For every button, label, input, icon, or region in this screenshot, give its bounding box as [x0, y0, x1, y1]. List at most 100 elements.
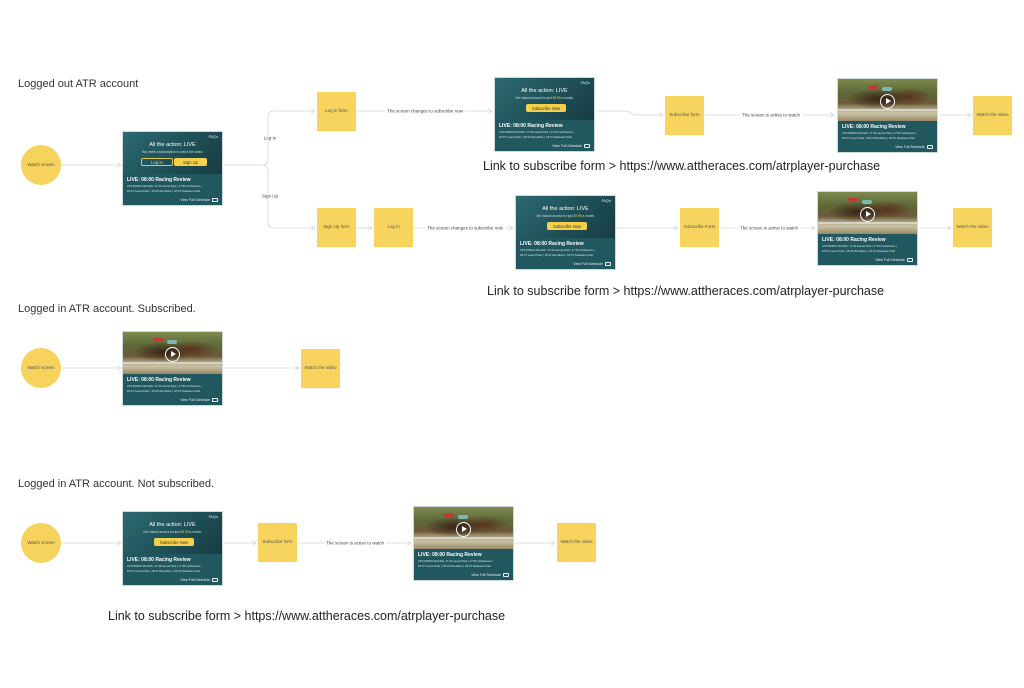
upcoming-races: UPCOMING RACES: 17:40 Laurel Park | 17:5…: [418, 559, 493, 569]
view-schedule-link[interactable]: View Full Schedule: [180, 398, 218, 402]
race-video-thumbnail[interactable]: [414, 507, 513, 551]
races-line: UPCOMING RACES: 17:40 Laurel Park | 17:5…: [520, 248, 595, 252]
races-line: 18:07 Laurel Park | 18:10 Woodbine | 18:…: [127, 188, 201, 193]
tv-icon: [927, 145, 933, 149]
card-info: LIVE: 08:00 Racing Review UPCOMING RACES…: [495, 120, 594, 151]
jockey: [882, 87, 892, 91]
races-line: UPCOMING RACES: 17:40 Laurel Park | 17:5…: [127, 564, 202, 568]
view-schedule-link[interactable]: View Full Schedule: [180, 198, 218, 202]
faq-link[interactable]: FAQ's: [208, 135, 218, 139]
jockey: [444, 513, 454, 517]
subscribe-link-note: Link to subscribe form > https://www.att…: [108, 609, 506, 623]
view-schedule-link[interactable]: View Full Schedule: [552, 144, 590, 148]
card-info: LIVE: 08:00 Racing Review UPCOMING RACES…: [123, 374, 222, 405]
faq-link[interactable]: FAQ's: [580, 81, 590, 85]
subscribe-now-button[interactable]: Subscribe Now: [154, 538, 194, 546]
live-title: LIVE: 08:00 Racing Review: [499, 123, 563, 129]
faq-link[interactable]: FAQ's: [601, 199, 611, 203]
card-promo: FAQ's All the action: LIVE Get instant a…: [123, 512, 222, 556]
races-line: 18:07 Laurel Park | 18:10 Woodbine | 18:…: [822, 248, 896, 253]
card-video-player: LIVE: 08:00 Racing Review UPCOMING RACES…: [837, 78, 938, 153]
faq-link[interactable]: FAQ's: [208, 515, 218, 519]
upcoming-races: UPCOMING RACES: 17:40 Laurel Park | 17:5…: [842, 131, 917, 141]
races-line: 18:07 Laurel Park | 18:10 Woodbine | 18:…: [842, 135, 916, 140]
view-schedule-link[interactable]: View Full Schedule: [180, 578, 218, 582]
view-schedule-link[interactable]: View Full Schedule: [895, 145, 933, 149]
node-watch-screen: Watch screen: [21, 523, 61, 563]
play-icon[interactable]: [880, 93, 895, 109]
card-info: LIVE: 08:00 Racing Review UPCOMING RACES…: [516, 238, 615, 269]
edge-label-active-to-watch: The screen is active to watch: [323, 540, 387, 546]
offer-price: £9.99: [573, 214, 582, 218]
card-info: LIVE: 08:00 Racing Review UPCOMING RACES…: [414, 549, 513, 580]
jockey: [153, 338, 163, 342]
jockey: [862, 200, 872, 204]
play-icon[interactable]: [860, 206, 875, 222]
tv-icon: [212, 198, 218, 202]
offer-suffix: a month.: [189, 530, 202, 534]
races-line: 18:07 Laurel Park | 18:10 Woodbine | 18:…: [127, 388, 201, 393]
upcoming-races: UPCOMING RACES: 17:40 Laurel Park | 17:5…: [499, 130, 574, 140]
upcoming-races: UPCOMING RACES: 17:40 Laurel Park | 17:5…: [127, 384, 202, 394]
node-watch-screen: Watch screen: [21, 348, 61, 388]
card-video-player: LIVE: 08:00 Racing Review UPCOMING RACES…: [122, 331, 223, 406]
live-title: LIVE: 08:00 Racing Review: [842, 124, 906, 130]
jockey: [868, 85, 878, 89]
card-subscribe: FAQ's All the action: LIVE Get instant a…: [515, 195, 616, 270]
tv-icon: [212, 398, 218, 402]
races-line: UPCOMING RACES: 17:40 Laurel Park | 17:5…: [822, 244, 897, 248]
view-schedule-link[interactable]: View Full Schedule: [875, 258, 913, 262]
live-title: LIVE: 08:00 Racing Review: [418, 552, 482, 558]
node-subscribe-form: Subscribe Form: [680, 208, 719, 247]
card-video-player: LIVE: 08:00 Racing Review UPCOMING RACES…: [817, 191, 918, 266]
offer-prefix: Get instant access for just: [143, 530, 180, 534]
schedule-label: View Full Schedule: [573, 262, 603, 266]
offer-price: £9.99: [180, 530, 189, 534]
edge-label-sign-up: Sign Up: [259, 193, 281, 199]
card-offer: Get instant access for just £9.99 a mont…: [495, 96, 594, 100]
card-headline: All the action: LIVE: [149, 142, 196, 148]
races-line: UPCOMING RACES: 17:40 Laurel Park | 17:5…: [499, 130, 574, 134]
jockey: [167, 340, 177, 344]
subscribe-now-button[interactable]: Subscribe Now: [526, 104, 566, 112]
node-login-form: Log in form: [317, 92, 356, 131]
connector: [596, 110, 663, 115]
signup-button[interactable]: Sign Up: [174, 158, 207, 166]
play-icon[interactable]: [456, 521, 471, 537]
races-line: UPCOMING RACES: 17:40 Laurel Park | 17:5…: [418, 559, 493, 563]
card-promo: FAQ's All the action: LIVE Get instant a…: [495, 78, 594, 122]
card-headline: All the action: LIVE: [149, 522, 196, 528]
card-subtext: You need a subscription to watch the vid…: [141, 150, 204, 154]
races-line: 18:07 Laurel Park | 18:10 Woodbine | 18:…: [499, 134, 573, 139]
card-headline: All the action: LIVE: [521, 88, 568, 94]
live-title: LIVE: 08:00 Racing Review: [127, 557, 191, 563]
view-schedule-link[interactable]: View Full Schedule: [471, 573, 509, 577]
rail: [123, 362, 222, 364]
race-video-thumbnail[interactable]: [123, 332, 222, 376]
subscribe-now-button[interactable]: Subscribe Now: [547, 222, 587, 230]
offer-prefix: Get instant access for just: [515, 96, 552, 100]
login-button[interactable]: Log In: [141, 158, 173, 166]
section-title-subscribed: Logged in ATR account. Subscribed.: [18, 303, 196, 315]
edge-label-active-to-watch: The screen is active to watch: [737, 225, 801, 231]
edge-label-log-in: Log In: [261, 135, 279, 141]
upcoming-races: UPCOMING RACES: 17:40 Laurel Park | 17:5…: [520, 248, 595, 258]
play-icon[interactable]: [165, 346, 180, 362]
race-video-thumbnail[interactable]: [818, 192, 917, 236]
card-offer: Get instant access for just £9.99 a mont…: [516, 214, 615, 218]
view-schedule-link[interactable]: View Full Schedule: [573, 262, 611, 266]
race-video-thumbnail[interactable]: [838, 79, 937, 123]
upcoming-races: UPCOMING RACES: 17:40 Laurel Park | 17:5…: [127, 564, 202, 574]
schedule-label: View Full Schedule: [180, 198, 210, 202]
live-title: LIVE: 08:00 Racing Review: [822, 237, 886, 243]
card-info: LIVE: 08:00 Racing Review UPCOMING RACES…: [818, 234, 917, 265]
edge-label-changes-to-subscribe: The screen changes to subscribe now: [385, 108, 465, 114]
offer-suffix: a month.: [582, 214, 595, 218]
card-promo: FAQ's All the action: LIVE Get instant a…: [516, 196, 615, 240]
tv-icon: [907, 258, 913, 262]
rail: [414, 537, 513, 539]
schedule-label: View Full Schedule: [180, 398, 210, 402]
rail: [838, 109, 937, 111]
subscribe-link-note: Link to subscribe form > https://www.att…: [483, 159, 881, 173]
card-subscribe: FAQ's All the action: LIVE Get instant a…: [122, 511, 223, 586]
